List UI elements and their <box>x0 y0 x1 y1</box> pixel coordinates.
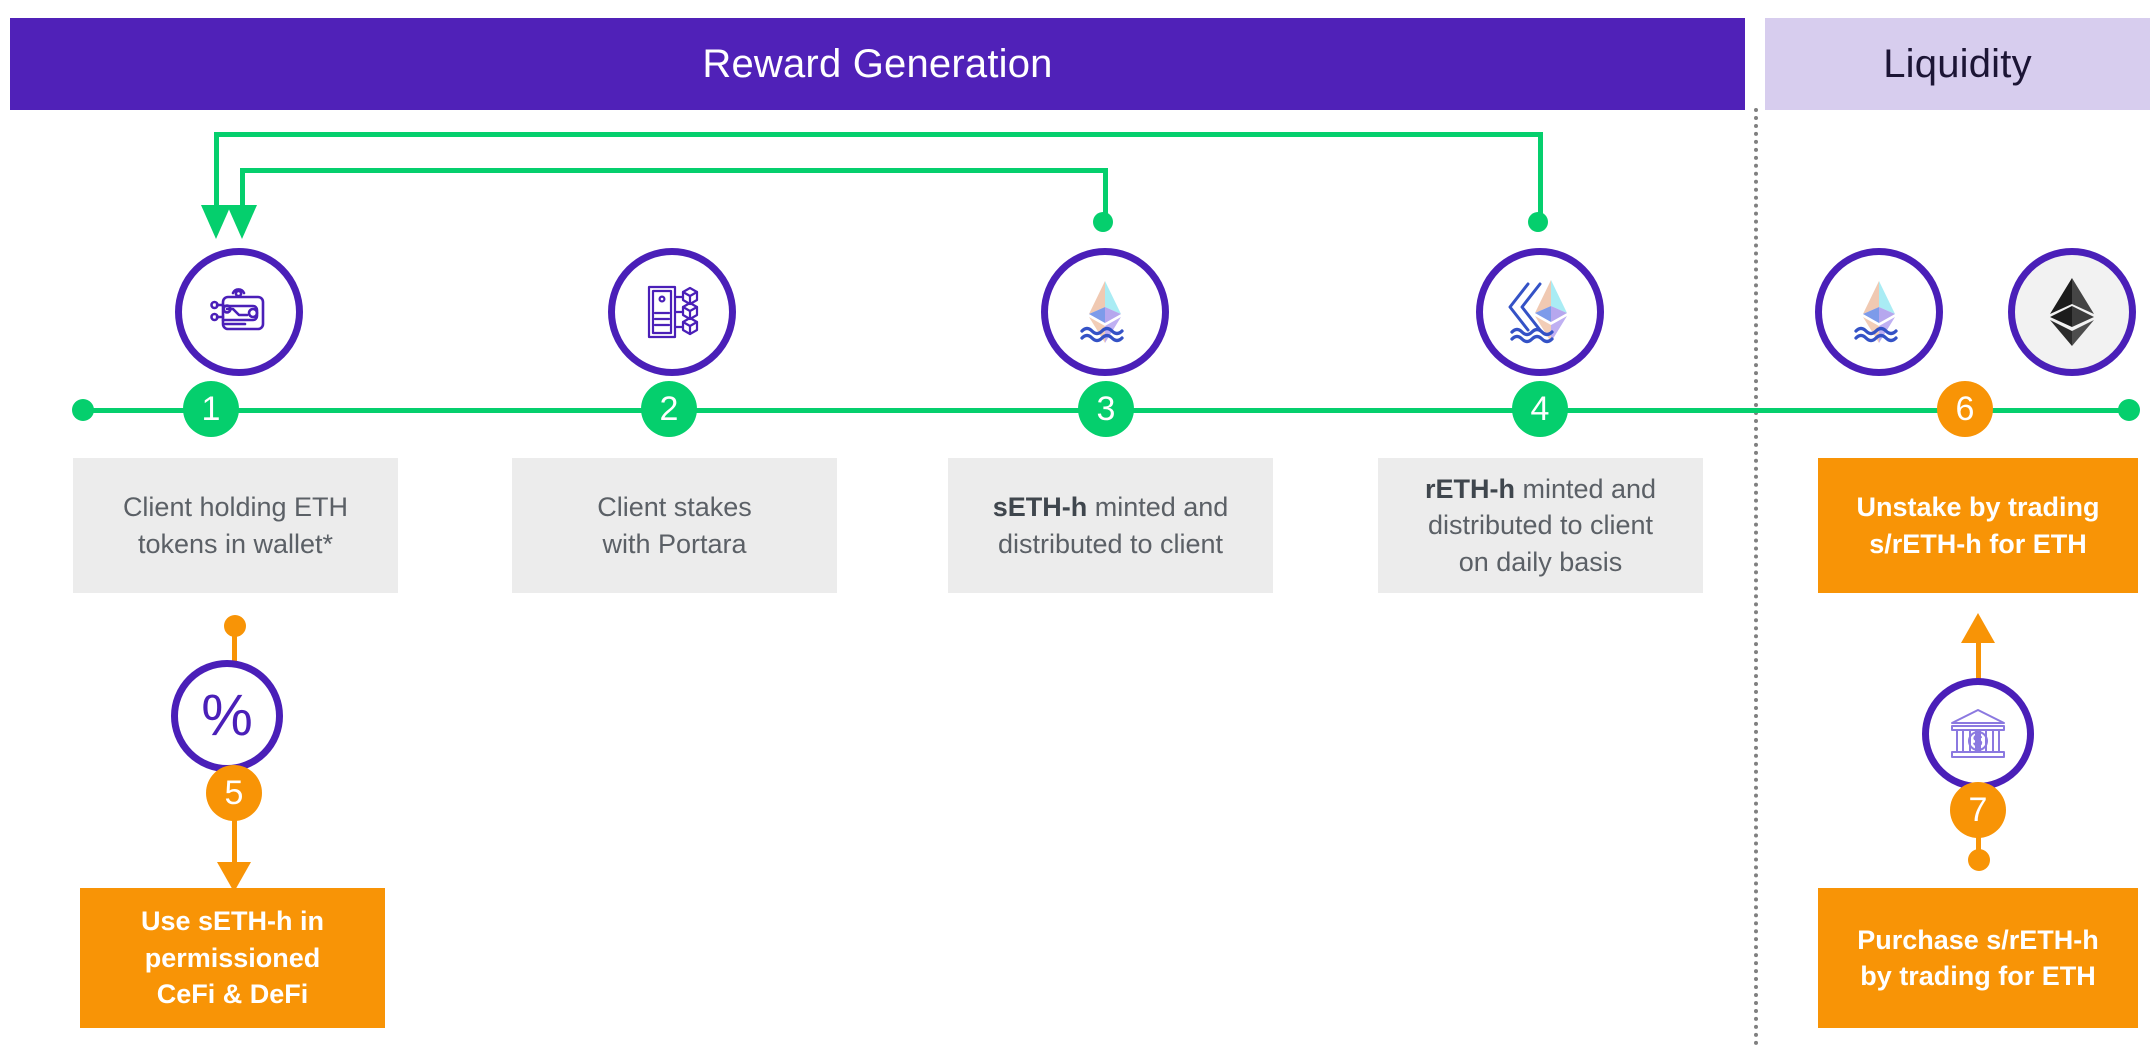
banner-reward-label: Reward Generation <box>702 41 1053 86</box>
step-4-badge[interactable]: 4 <box>1512 381 1568 437</box>
step-7-cta-box: Purchase s/rETH-h by trading for ETH <box>1818 888 2138 1028</box>
reward-route-3-arrowhead <box>227 205 257 239</box>
step-2-icon-circle[interactable] <box>608 248 736 376</box>
step-2-description-box: Client stakes with Portara <box>512 458 837 593</box>
step-6-badge[interactable]: 6 <box>1937 381 1993 437</box>
eth-rewards-icon <box>1500 274 1580 350</box>
step-1-text-line1: Client holding ETH <box>122 492 349 523</box>
crypto-wallet-icon <box>203 276 275 348</box>
step-5-text-line2: permissioned <box>144 942 321 973</box>
timeline-end-dot <box>2118 399 2140 421</box>
step-5-text-line3: CeFi & DeFi <box>156 979 309 1010</box>
step-2-text-line2: with Portara <box>602 528 747 559</box>
step-7-text-line1: Purchase s/rETH-h <box>1857 924 2099 955</box>
branch-5-line-bottom <box>232 820 237 870</box>
reward-route-3-drop <box>240 168 245 212</box>
step-5-icon-circle[interactable]: % <box>171 660 283 772</box>
bank-dollar-icon <box>1946 702 2010 766</box>
step-3-number: 3 <box>1096 390 1116 428</box>
step-4-description-box: rETH-h minted and distributed to client … <box>1378 458 1703 593</box>
ethereum-token-circle[interactable] <box>2008 248 2136 376</box>
step-1-text-line2: tokens in wallet* <box>137 528 334 559</box>
step-2-number: 2 <box>659 390 679 428</box>
reward-route-4-vertical <box>1538 132 1543 222</box>
staking-server-icon <box>637 277 707 347</box>
eth-liquid-icon <box>1068 275 1142 349</box>
reward-route-3-origin-dot <box>1093 212 1113 232</box>
step-6-number: 6 <box>1955 390 1975 428</box>
reward-route-4-origin-dot <box>1528 212 1548 232</box>
branch-7-line-bottom <box>1976 836 1981 856</box>
step-5-number: 5 <box>224 774 244 812</box>
eth-liquid-icon <box>1842 275 1916 349</box>
step-5-badge[interactable]: 5 <box>206 765 262 821</box>
step-7-badge[interactable]: 7 <box>1950 782 2006 838</box>
section-divider-dotted <box>1754 108 1758 1046</box>
step-6-text-line1: Unstake by trading <box>1856 492 2100 523</box>
step-3-text-rest: minted and <box>1087 492 1229 523</box>
step-3-icon-circle[interactable] <box>1041 248 1169 376</box>
branch-5-line-top <box>232 625 237 670</box>
reward-route-4-drop <box>214 132 219 212</box>
branch-7-end-dot <box>1968 849 1990 871</box>
step-4-text-line2: distributed to client <box>1427 510 1654 541</box>
step-1-badge[interactable]: 1 <box>183 381 239 437</box>
banner-liquidity: Liquidity <box>1765 18 2150 110</box>
step-3-text-line2: distributed to client <box>997 528 1224 559</box>
branch-5-arrowhead <box>217 862 251 892</box>
step-3-description-box: sETH-h minted and distributed to client <box>948 458 1273 593</box>
step-7-icon-circle[interactable] <box>1922 678 2034 790</box>
percent-icon: % <box>201 683 253 748</box>
reward-route-4-arrowhead <box>201 205 231 239</box>
step-6-text-line2: s/rETH-h for ETH <box>1869 528 2087 559</box>
step-3-badge[interactable]: 3 <box>1078 381 1134 437</box>
step-1-number: 1 <box>201 390 221 428</box>
step-2-badge[interactable]: 2 <box>641 381 697 437</box>
step-1-description-box: Client holding ETH tokens in wallet* <box>73 458 398 593</box>
step-3-text-bold: sETH-h <box>992 492 1088 523</box>
step-4-number: 4 <box>1530 390 1550 428</box>
step-1-icon-circle[interactable] <box>175 248 303 376</box>
step-4-text-line3: on daily basis <box>1458 546 1623 577</box>
step-4-text-bold: rETH-h <box>1424 473 1515 504</box>
step-7-text-line2: by trading for ETH <box>1860 961 2096 991</box>
banner-liquidity-label: Liquidity <box>1883 41 2032 86</box>
timeline-start-dot <box>72 399 94 421</box>
step-5-cta-box: Use sETH-h in permissioned CeFi & DeFi <box>80 888 385 1028</box>
step-5-text-line1: Use sETH-h in <box>140 906 325 937</box>
reward-route-3-horizontal <box>240 168 1108 173</box>
reward-route-3-vertical <box>1103 168 1108 222</box>
reward-route-4-horizontal <box>214 132 1543 137</box>
branch-7-arrowhead <box>1961 613 1995 643</box>
branch-7-line-top <box>1976 640 1981 680</box>
step-4-text-rest: minted and <box>1514 473 1657 504</box>
step-7-number: 7 <box>1968 791 1988 829</box>
step-6-cta-box: Unstake by trading s/rETH-h for ETH <box>1818 458 2138 593</box>
ethereum-logo-icon <box>2041 275 2103 349</box>
step-6-icon-circle[interactable] <box>1815 248 1943 376</box>
step-2-text-line1: Client stakes <box>597 492 752 523</box>
banner-reward-generation: Reward Generation <box>10 18 1745 110</box>
step-4-icon-circle[interactable] <box>1476 248 1604 376</box>
